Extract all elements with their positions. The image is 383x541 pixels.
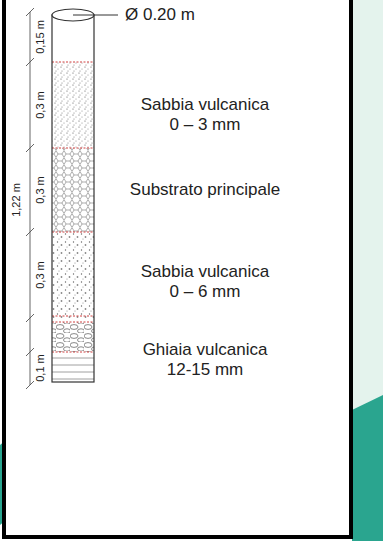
layer-label: Sabbia vulcanica 0 – 6 mm: [137, 262, 273, 303]
dimension-label: 0,3 m: [34, 261, 47, 289]
diameter-label: Ø 0.20 m: [125, 5, 195, 25]
layer-label: Substrato principale: [130, 180, 280, 200]
layer-label: Ghiaia vulcanica 12-15 mm: [137, 340, 273, 381]
dimension-label: 0,3 m: [34, 176, 47, 204]
dimension-label: 0,3 m: [34, 91, 47, 119]
dimension-label: 0,15 m: [34, 20, 47, 54]
dimension-label: 0,1 m: [34, 354, 47, 382]
layer-label: Sabbia vulcanica 0 – 3 mm: [137, 95, 273, 136]
dimension-label: 1,22 m: [10, 183, 23, 217]
